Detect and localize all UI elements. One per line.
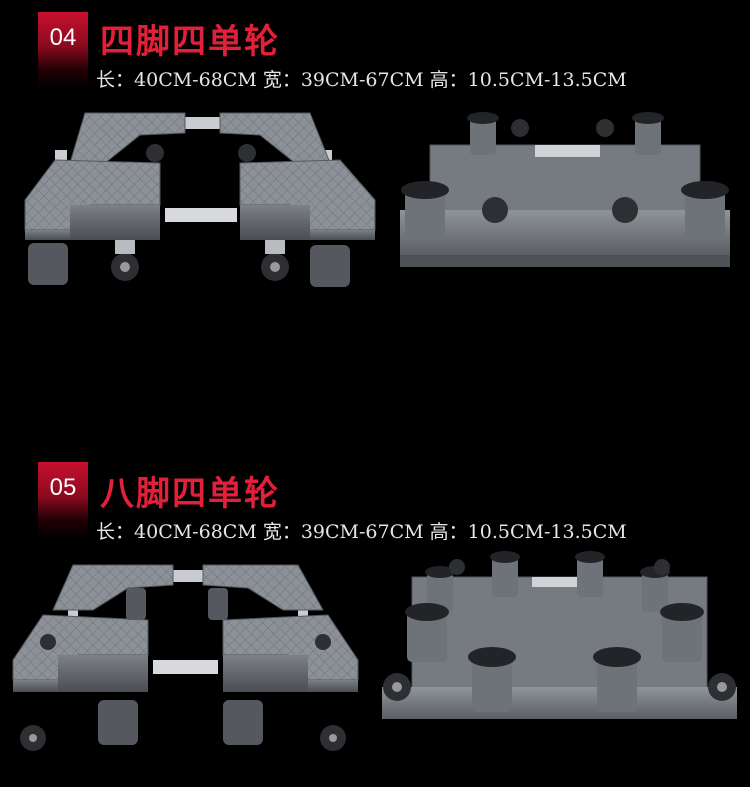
section-four-feet-four-wheels: 04 四脚四单轮 长：40CM-68CM 宽：39CM-67CM 高：10.5C… (0, 0, 750, 340)
section-number: 05 (49, 474, 77, 501)
width-label: 宽： (262, 521, 301, 543)
width-label: 宽： (262, 69, 301, 91)
product-photo-bottom-view (372, 547, 747, 732)
product-photo-top-view (10, 105, 385, 305)
section-number-badge: 05 (38, 462, 88, 538)
section-eight-feet-four-wheels: 05 八脚四单轮 长：40CM-68CM 宽：39CM-67CM 高：10.5C… (0, 452, 750, 787)
length-label: 长： (96, 69, 135, 91)
height-value: 10.5CM-13.5CM (467, 69, 627, 91)
section-number-badge: 04 (38, 12, 88, 88)
length-value: 40CM-68CM (134, 521, 257, 543)
length-value: 40CM-68CM (134, 69, 257, 91)
height-label: 高： (429, 69, 468, 91)
section-number: 04 (49, 24, 77, 51)
section-title: 八脚四单轮 (100, 474, 280, 514)
product-photo-top-view (8, 560, 363, 785)
height-value: 10.5CM-13.5CM (467, 521, 627, 543)
width-value: 39CM-67CM (300, 69, 424, 91)
section-title: 四脚四单轮 (100, 22, 280, 62)
height-label: 高： (429, 521, 468, 543)
dimensions-line: 长：40CM-68CM 宽：39CM-67CM 高：10.5CM-13.5CM (96, 517, 627, 544)
width-value: 39CM-67CM (300, 521, 424, 543)
product-photo-bottom-view (390, 110, 740, 280)
length-label: 长： (96, 521, 135, 543)
dimensions-line: 长：40CM-68CM 宽：39CM-67CM 高：10.5CM-13.5CM (96, 65, 627, 92)
